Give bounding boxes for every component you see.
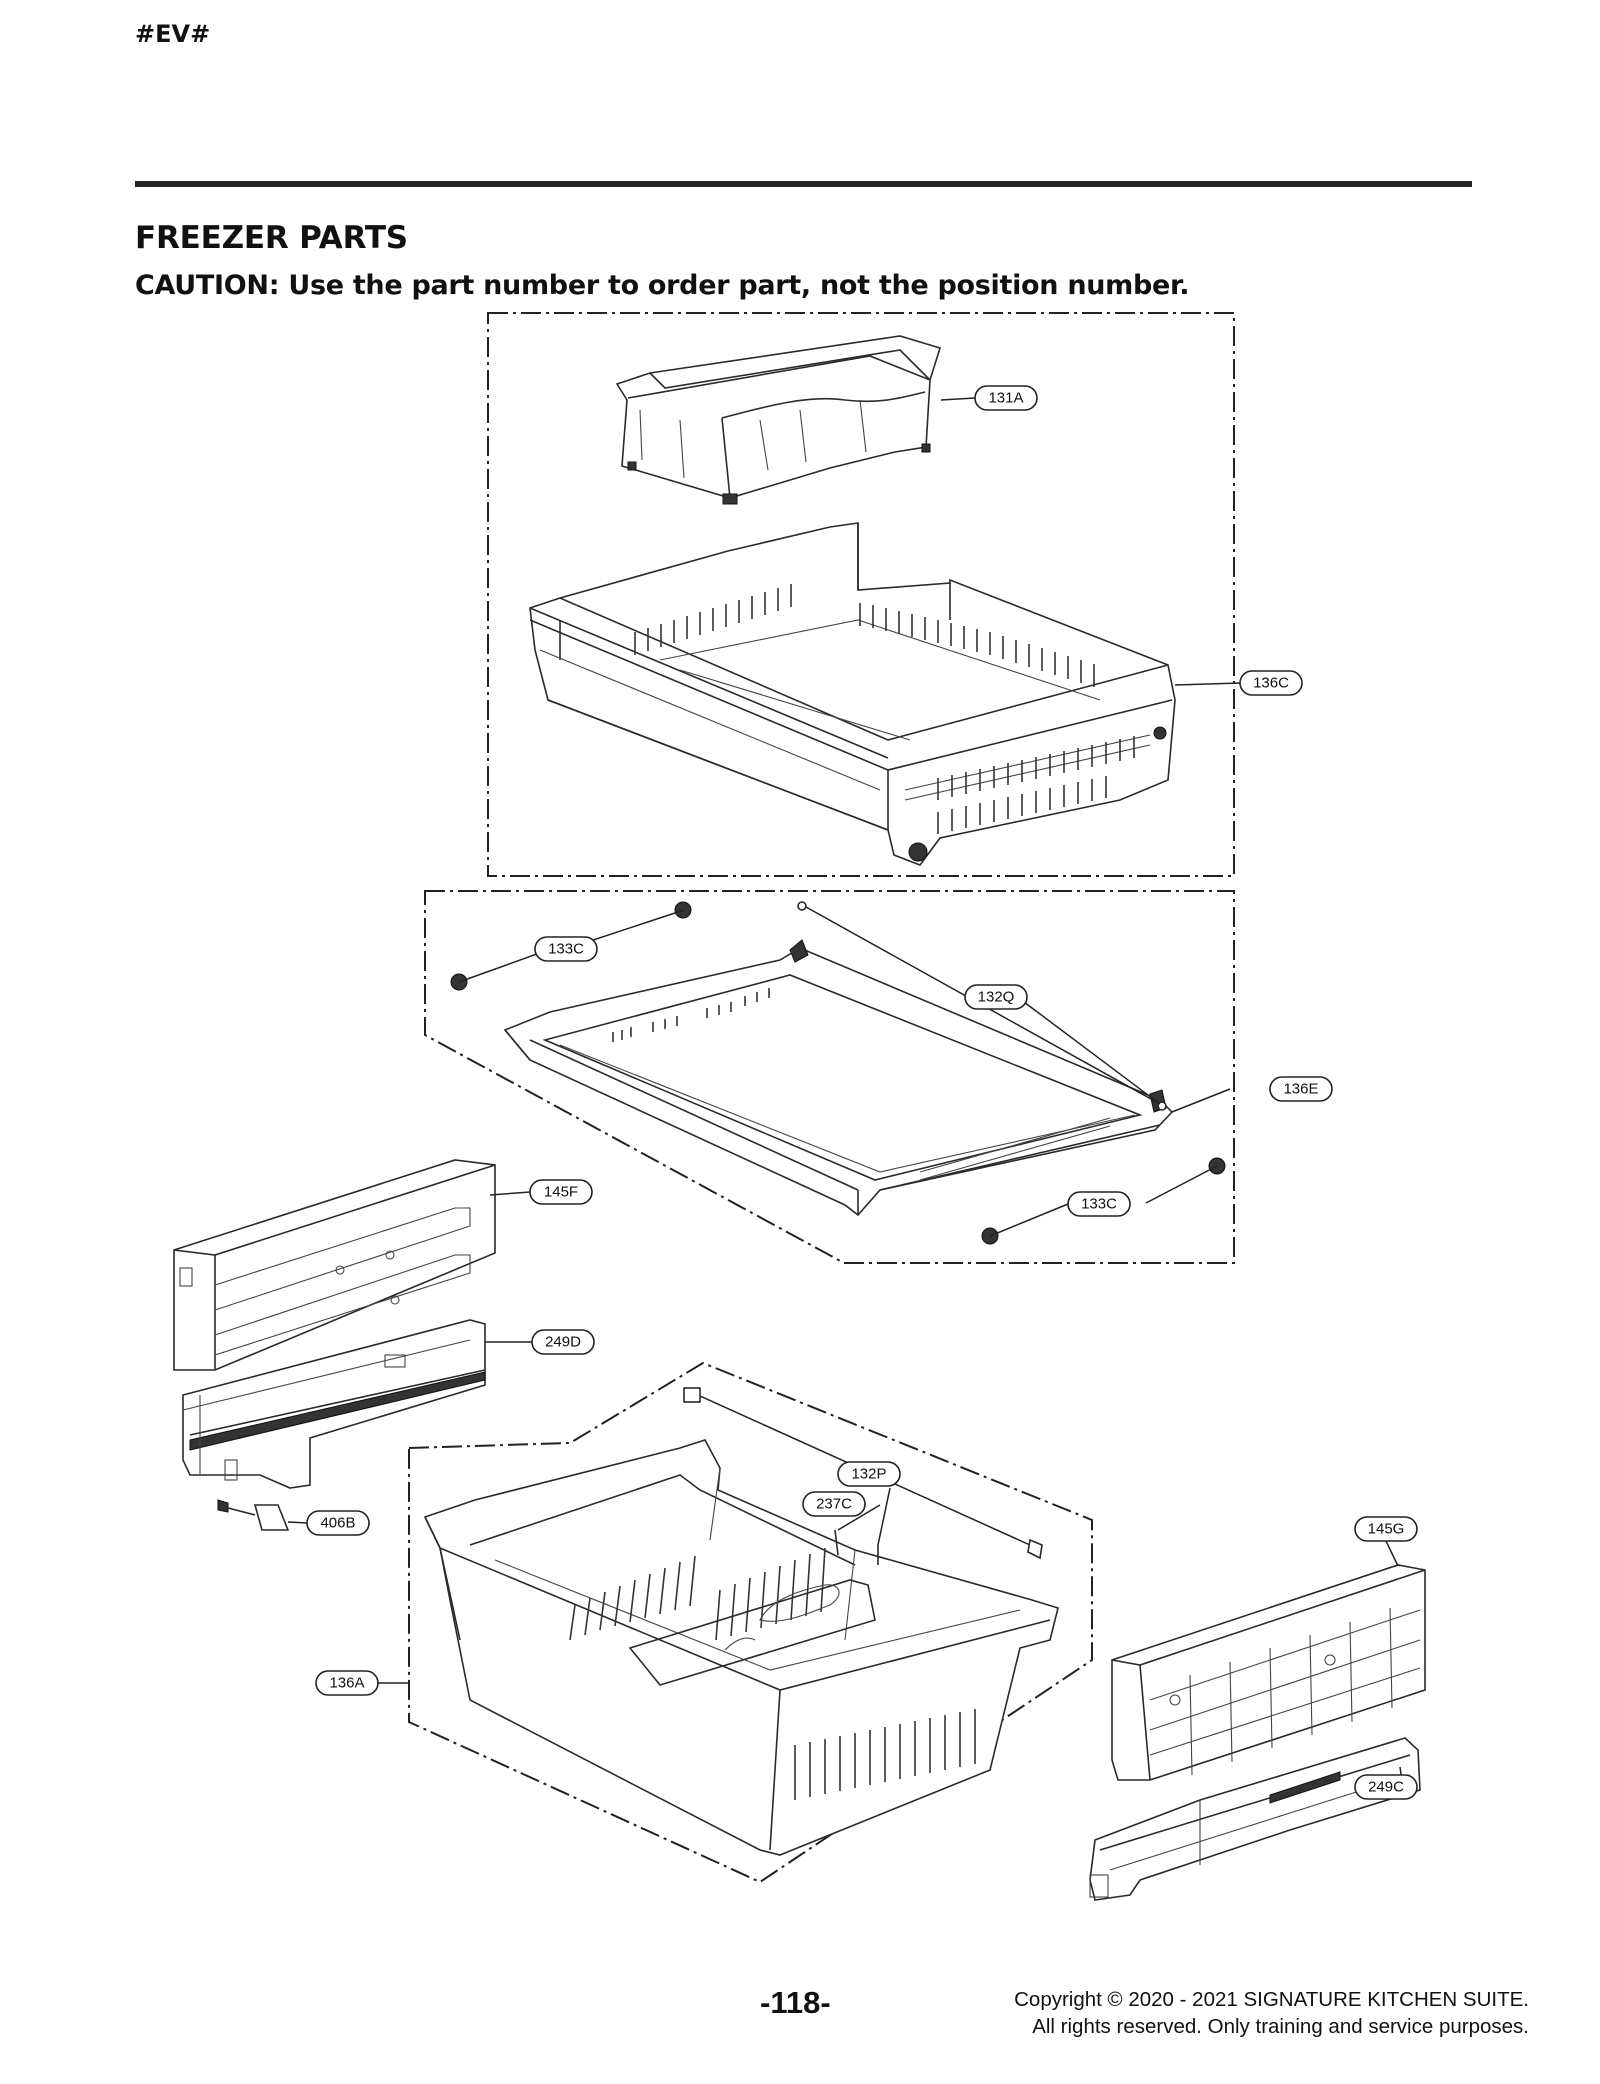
callout-133C-bottom[interactable]: 133C xyxy=(1067,1191,1131,1217)
group-boundary-136C xyxy=(487,312,1235,877)
part-136C-drawer xyxy=(529,522,1176,866)
callout-132Q[interactable]: 132Q xyxy=(964,984,1028,1010)
callout-136E[interactable]: 136E xyxy=(1269,1076,1333,1102)
svg-text:406B: 406B xyxy=(320,1515,355,1532)
callout-249D[interactable]: 249D xyxy=(531,1329,595,1355)
callout-145F[interactable]: 145F xyxy=(529,1179,593,1205)
callout-249C[interactable]: 249C xyxy=(1354,1774,1418,1800)
svg-text:136C: 136C xyxy=(1253,675,1289,692)
part-249C-rail xyxy=(1089,1737,1421,1901)
part-145F-cover xyxy=(173,1159,496,1371)
right-rail-group xyxy=(1089,1564,1426,1901)
page-number: -118- xyxy=(760,1985,831,2020)
svg-text:131A: 131A xyxy=(988,390,1023,407)
part-145G-cover xyxy=(1111,1564,1426,1781)
callout-132P[interactable]: 132P xyxy=(837,1461,901,1487)
lower-bin-group xyxy=(408,1361,1093,1884)
caution-note: CAUTION: Use the part number to order pa… xyxy=(135,270,1190,301)
svg-text:133C: 133C xyxy=(1081,1196,1117,1213)
drawer-vent-slots xyxy=(634,584,1135,834)
svg-text:133C: 133C xyxy=(548,941,584,958)
part-131A-bin xyxy=(615,335,942,505)
svg-text:145F: 145F xyxy=(544,1184,578,1201)
copyright-notice: Copyright © 2020 - 2021 SIGNATURE KITCHE… xyxy=(1014,1986,1529,2040)
callout-leaders xyxy=(287,397,1404,1789)
callout-131A[interactable]: 131A xyxy=(974,385,1038,411)
callout-237C[interactable]: 237C xyxy=(802,1491,866,1517)
copyright-line-2: All rights reserved. Only training and s… xyxy=(1032,2015,1529,2038)
callout-145G[interactable]: 145G xyxy=(1354,1516,1418,1542)
svg-text:136E: 136E xyxy=(1283,1081,1318,1098)
copyright-line-1: Copyright © 2020 - 2021 SIGNATURE KITCHE… xyxy=(1014,1988,1529,2011)
part-136A-bin xyxy=(423,1439,1059,1856)
svg-text:249C: 249C xyxy=(1368,1779,1404,1796)
svg-text:237C: 237C xyxy=(816,1496,852,1513)
section-title: FREEZER PARTS xyxy=(135,220,408,256)
svg-text:136A: 136A xyxy=(329,1675,364,1692)
upper-drawer-group xyxy=(487,312,1235,877)
group-boundary-136E xyxy=(424,890,1235,1264)
callout-406B[interactable]: 406B xyxy=(306,1510,370,1536)
svg-text:145G: 145G xyxy=(1368,1521,1405,1538)
group-boundary-136A xyxy=(408,1361,1093,1884)
svg-text:132P: 132P xyxy=(851,1466,886,1483)
svg-text:132Q: 132Q xyxy=(978,989,1015,1006)
part-249D-rail xyxy=(182,1319,486,1489)
part-406B-sensor xyxy=(217,1499,290,1531)
callout-136A[interactable]: 136A xyxy=(315,1670,379,1696)
callout-133C-top[interactable]: 133C xyxy=(534,936,598,962)
callout-136C[interactable]: 136C xyxy=(1239,670,1303,696)
drawer-frame-group xyxy=(424,890,1235,1264)
document-tag: #EV# xyxy=(135,20,211,48)
part-237C-divider xyxy=(834,1529,879,1565)
rail-assembly-group xyxy=(173,1159,496,1531)
svg-text:249D: 249D xyxy=(545,1334,581,1351)
header-rule xyxy=(135,181,1472,187)
part-136E-frame xyxy=(503,939,1174,1217)
